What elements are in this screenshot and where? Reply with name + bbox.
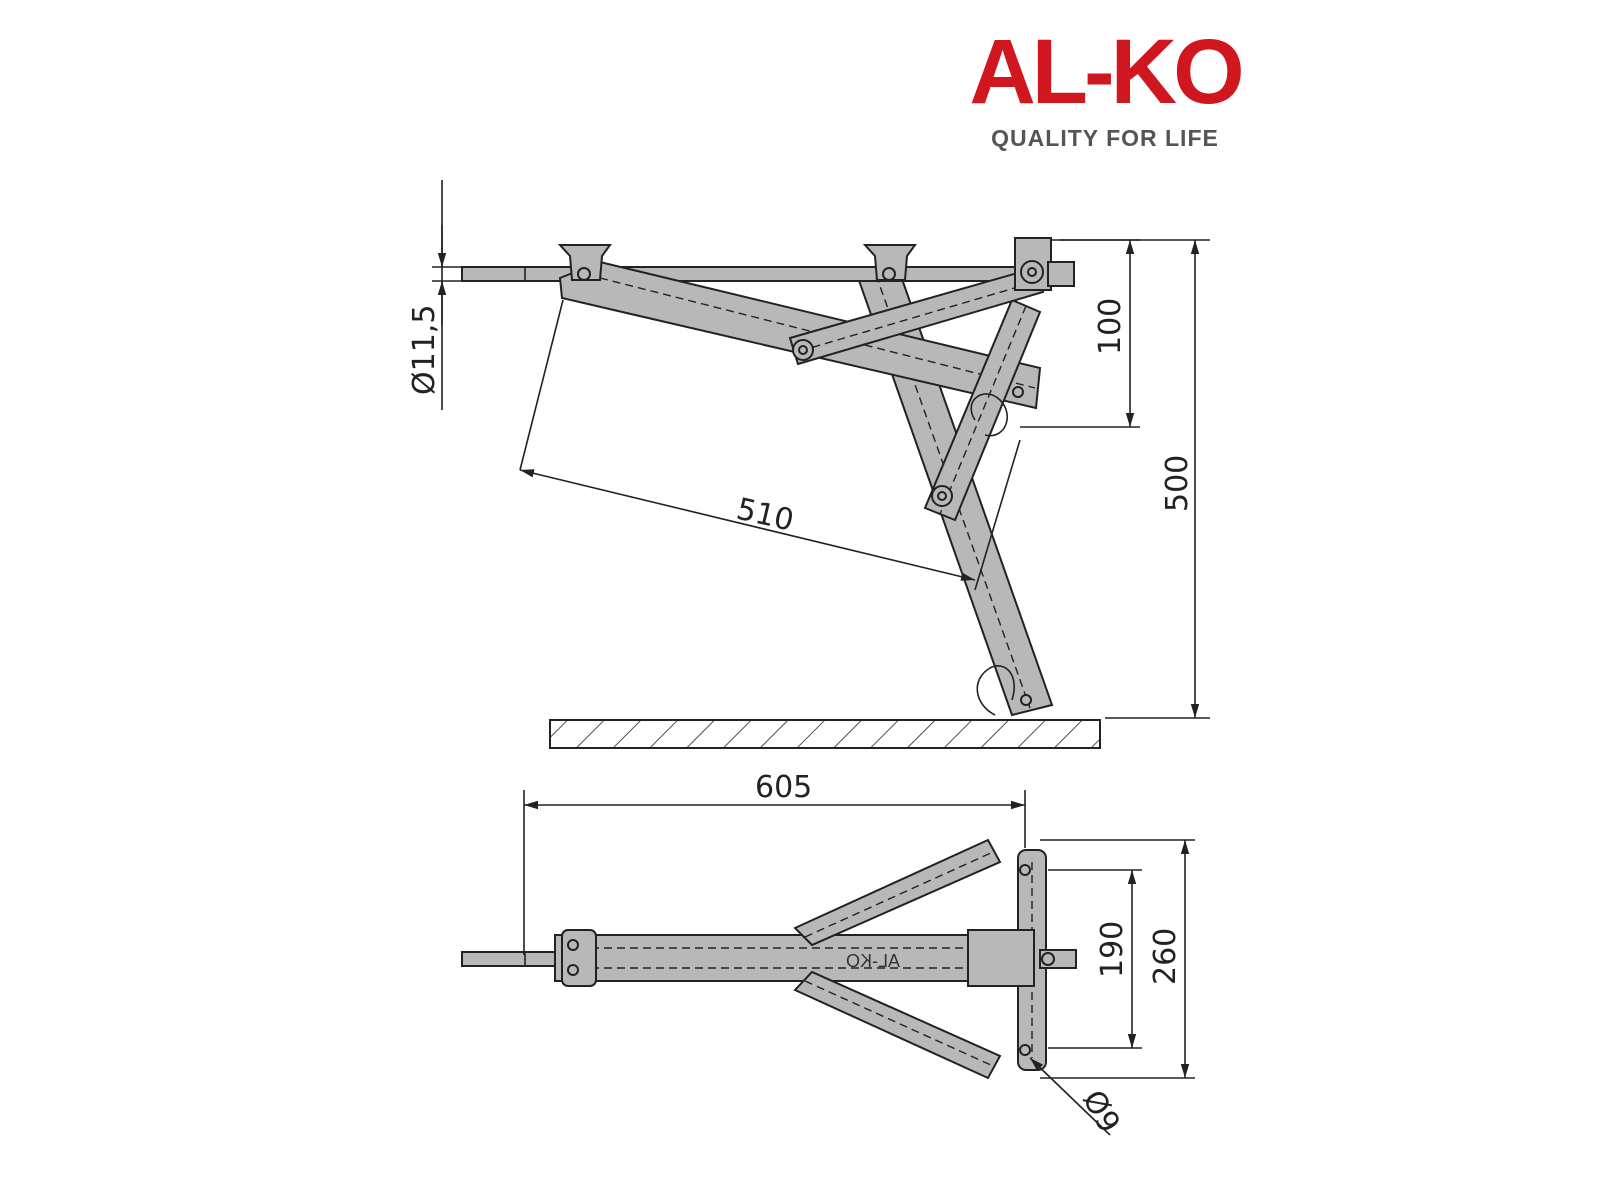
dim-inner-width: 190: [1095, 921, 1130, 978]
dim-outer-width: 260: [1148, 928, 1183, 985]
dim-hole-diameter: Ø9: [1075, 1085, 1127, 1139]
foot-arc-lower: [976, 665, 1015, 716]
top-beam: [554, 934, 1026, 982]
clamp-left: [557, 244, 612, 281]
alko-logo: AL-KO QUALITY FOR LIFE: [955, 22, 1255, 157]
side-view: Ø11,5 510 100 500: [407, 180, 1210, 749]
top-housing: [967, 929, 1035, 987]
dim-height: 500: [1160, 455, 1195, 512]
top-view: AL-KO 605 190 260 Ø9: [461, 770, 1195, 1139]
logo-brand: AL-KO: [969, 21, 1244, 123]
dim-leg-length: 510: [733, 492, 797, 539]
arm-lower: [793, 970, 1002, 1080]
dim-rod-diameter: Ø11,5: [407, 305, 442, 395]
beam-brand-mark: AL-KO: [846, 951, 900, 971]
foot-arc-upper: [970, 393, 1009, 437]
logo-tagline: QUALITY FOR LIFE: [991, 125, 1219, 151]
crank-rod: [461, 266, 1075, 282]
dim-pin-offset: 100: [1093, 298, 1128, 355]
dim-length: 605: [755, 770, 812, 805]
top-clamp: [561, 929, 597, 987]
top-rod: [461, 951, 558, 967]
clamp-middle: [862, 244, 917, 281]
ground-hatch: [549, 719, 1101, 749]
